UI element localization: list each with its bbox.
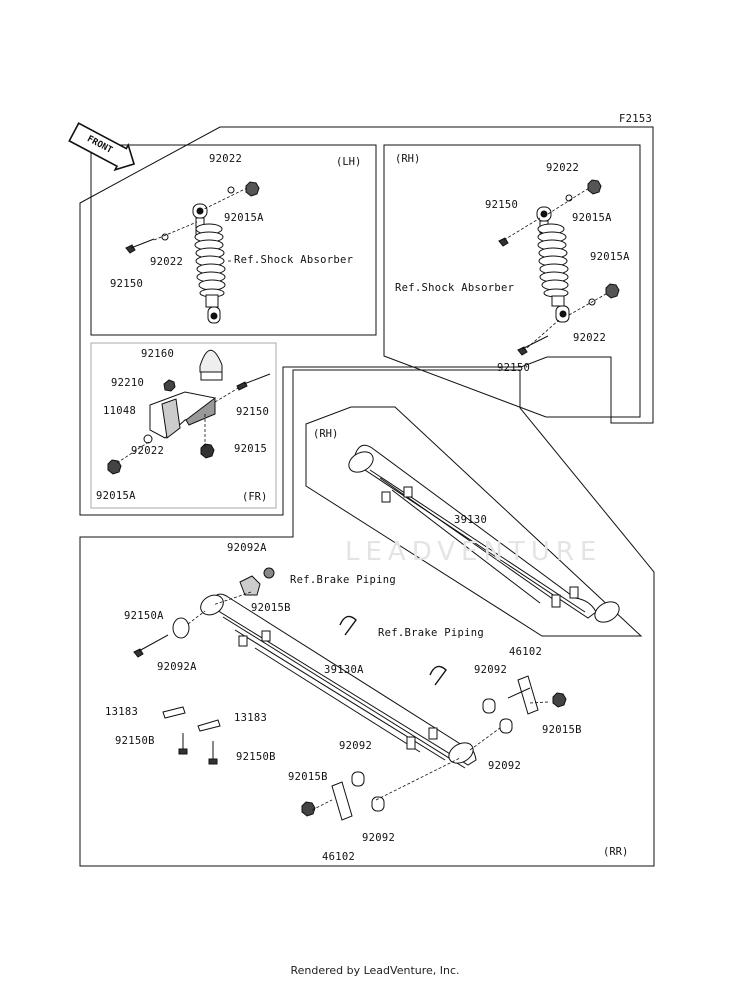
part-92210[interactable]: 92210 [111, 377, 145, 389]
part-46102-bot[interactable]: 46102 [322, 851, 356, 863]
part-92150a[interactable]: 92150A [124, 610, 164, 622]
rh-spring-box [305, 406, 643, 637]
part-92015a-rh-mid[interactable]: 92015A [590, 251, 630, 263]
part-92150-rh-top[interactable]: 92150 [485, 199, 519, 211]
rr-hardware [133, 567, 567, 821]
part-92092-r1[interactable]: 92092 [474, 664, 508, 676]
part-92022-fr[interactable]: 92022 [131, 445, 165, 457]
part-92022-lh-mid[interactable]: 92022 [150, 256, 184, 268]
rh-leaf-spring [348, 444, 620, 623]
part-92015b-top[interactable]: 92015B [251, 602, 291, 614]
ref-shock-absorber-lh[interactable]: Ref.Shock Absorber [234, 254, 354, 266]
front-arrow-icon: FRONT [68, 122, 136, 172]
part-92092a-top[interactable]: 92092A [227, 542, 267, 554]
part-92150-rh-bot[interactable]: 92150 [497, 362, 531, 374]
fr-box [90, 342, 277, 509]
lh-shock-absorber [192, 203, 226, 324]
rr-frame [79, 369, 655, 867]
part-92092-bot[interactable]: 92092 [362, 832, 396, 844]
part-92015b-right[interactable]: 92015B [542, 724, 582, 736]
part-92022-rh-top[interactable]: 92022 [546, 162, 580, 174]
rr-leaf-spring [200, 593, 477, 769]
part-92150-lh[interactable]: 92150 [110, 278, 144, 290]
part-13183-right[interactable]: 13183 [234, 712, 268, 724]
part-39130a[interactable]: 39130A [324, 664, 364, 676]
part-92150b-right[interactable]: 92150B [236, 751, 276, 763]
part-13183-left[interactable]: 13183 [105, 706, 139, 718]
figure-code: F2153 [619, 113, 653, 125]
lh-shock-box [90, 144, 377, 336]
rh-shock-absorber [498, 179, 620, 356]
section-fr: (FR) [242, 491, 268, 503]
part-11048[interactable]: 11048 [103, 405, 137, 417]
section-rr: (RR) [603, 846, 629, 858]
part-92092-r2[interactable]: 92092 [488, 760, 522, 772]
part-92015b-bot[interactable]: 92015B [288, 771, 328, 783]
part-39130[interactable]: 39130 [454, 514, 488, 526]
part-92160[interactable]: 92160 [141, 348, 175, 360]
part-92092-mid[interactable]: 92092 [339, 740, 373, 752]
part-92015a-lh[interactable]: 92015A [224, 212, 264, 224]
part-92022-lh-top[interactable]: 92022 [209, 153, 243, 165]
part-46102-right[interactable]: 46102 [509, 646, 543, 658]
ref-shock-absorber-rh[interactable]: Ref.Shock Absorber [395, 282, 515, 294]
footer-credit: Rendered by LeadVenture, Inc. [290, 964, 460, 977]
part-92150b-left[interactable]: 92150B [115, 735, 155, 747]
ref-brake-piping-1[interactable]: Ref.Brake Piping [290, 574, 396, 586]
part-92015a-fr[interactable]: 92015A [96, 490, 136, 502]
section-rh-shock: (RH) [395, 153, 421, 165]
fr-bump-stop [107, 349, 271, 475]
watermark-text: LEADVENTURE [345, 537, 603, 567]
part-92015-fr[interactable]: 92015 [234, 443, 268, 455]
section-lh: (LH) [336, 156, 362, 168]
rh-shock-box [383, 144, 641, 418]
part-92092a-left[interactable]: 92092A [157, 661, 197, 673]
lh-hardware [125, 181, 260, 254]
lh-leader-lines [153, 187, 248, 262]
front-panel-frame [79, 126, 654, 516]
section-rh-spring: (RH) [313, 428, 339, 440]
part-92015a-rh-top[interactable]: 92015A [572, 212, 612, 224]
ref-brake-piping-2[interactable]: Ref.Brake Piping [378, 627, 484, 639]
part-92022-rh-bot[interactable]: 92022 [573, 332, 607, 344]
part-92150-fr[interactable]: 92150 [236, 406, 270, 418]
